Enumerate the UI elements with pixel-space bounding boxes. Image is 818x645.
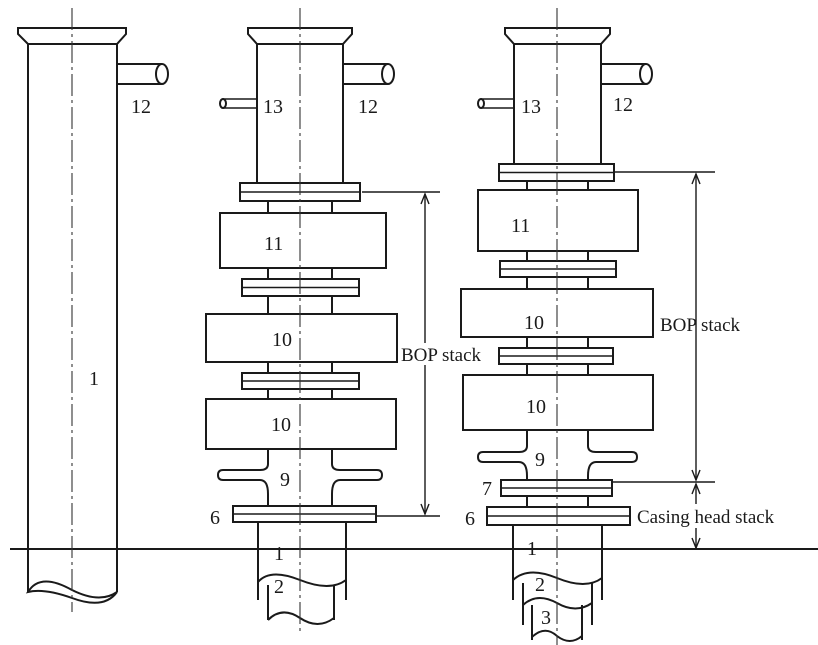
label-annular-preventer: 11 [264, 233, 283, 255]
label-ram-preventer: 10 [272, 329, 292, 351]
label-flow-line: 12 [131, 96, 151, 118]
label-annular-preventer: 11 [511, 215, 530, 237]
label-bop-stack: BOP stack [660, 315, 741, 336]
label-drilling-spool: 9 [280, 469, 290, 491]
label-intermediate-casing: 3 [541, 607, 551, 629]
label-conductor: 1 [274, 543, 284, 565]
label-flow-line: 12 [613, 94, 633, 116]
ram-preventer [205, 398, 397, 450]
assembly-conductor: 1 12 [17, 8, 169, 612]
drilling-spool [476, 430, 639, 480]
label-casing-head-stack: Casing head stack [637, 507, 775, 528]
annular-preventer [477, 189, 639, 252]
label-ram-preventer: 10 [271, 414, 291, 436]
assembly-right: 13 12 11 10 10 9 7 6 1 2 3 BOP stack Cas… [460, 8, 818, 645]
label-ram-preventer: 10 [526, 396, 546, 418]
label-surface-casing: 2 [535, 574, 545, 596]
label-ram-preventer: 10 [524, 312, 544, 334]
ram-preventer [205, 313, 398, 363]
label-conductor: 1 [527, 538, 537, 560]
drilling-spool [216, 449, 384, 506]
annular-preventer [219, 212, 387, 269]
label-conductor: 1 [89, 368, 99, 390]
label-flow-line: 12 [358, 96, 378, 118]
label-fill-up-line: 13 [521, 96, 541, 118]
label-casing-head: 6 [210, 507, 220, 529]
assembly-middle: 13 12 11 10 10 9 6 1 2 BOP stack [205, 8, 496, 635]
label-fill-up-line: 13 [263, 96, 283, 118]
label-casing-head: 6 [465, 508, 475, 530]
label-bop-stack: BOP stack [401, 345, 482, 366]
flow-line-pipe [117, 63, 169, 85]
label-drilling-spool: 9 [535, 449, 545, 471]
label-surface-casing: 2 [274, 576, 284, 598]
pipe-break [25, 580, 118, 604]
ram-preventer [462, 374, 654, 431]
label-spool-flange: 7 [482, 478, 492, 500]
